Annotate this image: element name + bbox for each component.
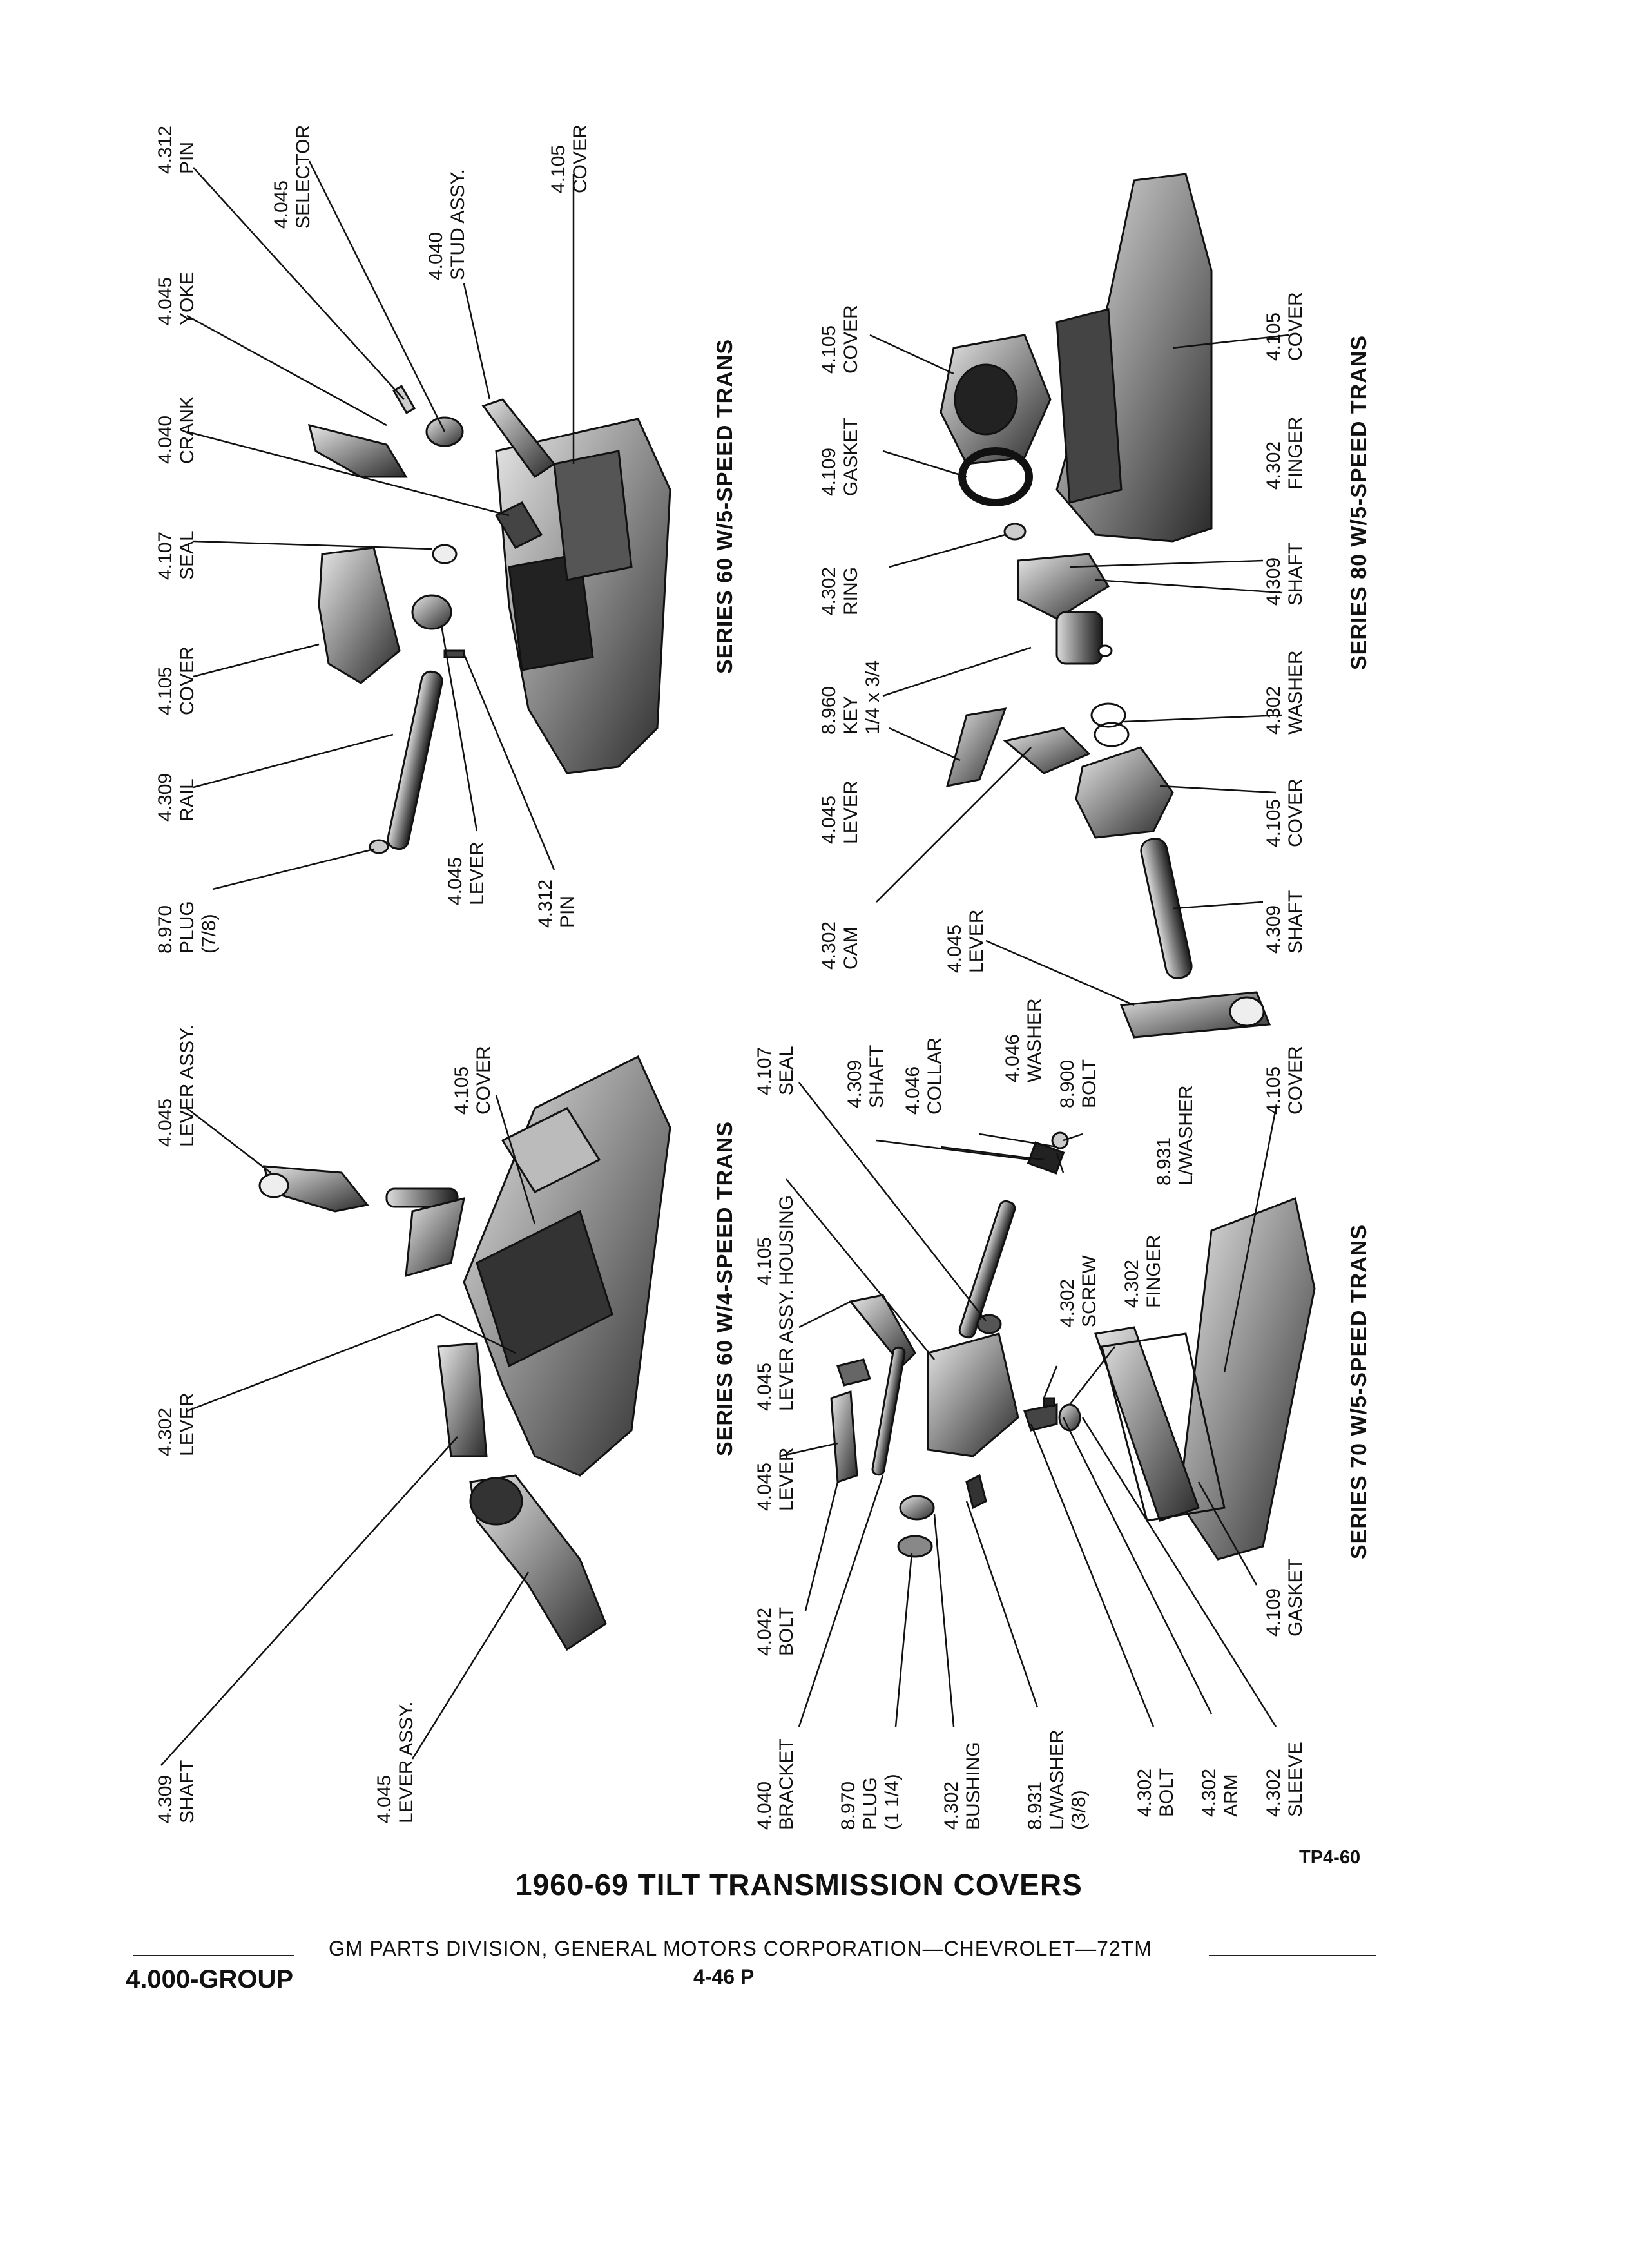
series-70-5speed-leaders: [779, 1082, 1277, 1727]
figure-code: TP4-60: [1299, 1847, 1361, 1868]
series-60-4speed-title: SERIES 60 W/4-SPEED TRANS: [713, 1120, 737, 1456]
series-60-4speed-parts: [258, 1055, 671, 1651]
series-60-5speed-leaders: [186, 160, 575, 890]
page-number: 4-46 P: [693, 1965, 755, 1988]
footer-publisher: GM PARTS DIVISION, GENERAL MOTORS CORPOR…: [329, 1937, 1152, 1960]
series-80-5speed-leaders: [869, 334, 1289, 1006]
series-70-5speed-title: SERIES 70 W/5-SPEED TRANS: [1347, 1224, 1371, 1559]
series-60-5speed-parts: [307, 385, 671, 854]
series-60-4speed-leaders: [160, 1095, 536, 1766]
series-70-5speed-parts: [830, 1131, 1316, 1561]
group-label: 4.000-GROUP: [126, 1965, 294, 1994]
page-title: 1960-69 TILT TRANSMISSION COVERS: [516, 1868, 1083, 1901]
series-80-5speed-title: SERIES 80 W/5-SPEED TRANS: [1347, 334, 1371, 670]
series-60-5speed-title: SERIES 60 W/5-SPEED TRANS: [713, 338, 737, 674]
footer-rule: [133, 1941, 1376, 1966]
series-80-5speed-parts: [940, 173, 1271, 1039]
